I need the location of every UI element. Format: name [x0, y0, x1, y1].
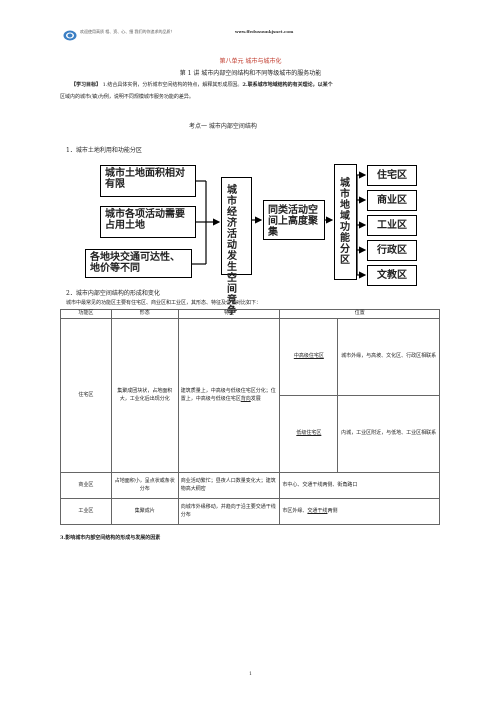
learning-goals: 【学习目标】 1.结合具体实例，分析城市空间结构的特点，解释其形成原因。2.联系…	[71, 82, 333, 88]
section-2-description: 城市中最常见的功能区主要有住宅区、商业区和工业区，其形态、特征及位置对比如下：	[66, 300, 262, 306]
diagram-box-land-limited: 城市土地面积相对有限	[100, 165, 196, 197]
diagram-box-education: 文教区	[367, 265, 417, 286]
cell-industrial-form: 集聚成片	[110, 498, 179, 525]
cell-residential-name: 住宅区	[60, 318, 112, 473]
comparison-table: 功能区 形态 特征 位置 住宅区 集聚成团块状，占地面积大，工业化后出现分化 建…	[60, 309, 440, 525]
diagram-box-residential: 住宅区	[367, 165, 417, 186]
diagram-box-activities-need-land: 城市各项活动需要占用土地	[100, 206, 196, 238]
cell-industrial-name: 工业区	[60, 498, 112, 525]
diagram-box-administrative: 行政区	[367, 240, 417, 261]
header-url: www.ffedusuunkjsnet.com	[235, 29, 294, 34]
header-text: 欢迎使用高质 相、资、心、细 我们的你追求的品质！	[80, 29, 175, 34]
logo-icon	[63, 26, 77, 41]
diagram-box-clustering: 同类活动空间上高度聚集	[263, 200, 325, 240]
page-number: 1	[249, 672, 252, 677]
table-row: 工业区 集聚成片 向城市外缘移动，并趋向于沿主要交通干线分布 市区外缘、交通干线…	[60, 498, 440, 525]
diagram-box-commercial: 商业区	[367, 190, 417, 211]
cell-residential-form: 集聚成团块状，占地面积大，工业化后出现分化	[110, 318, 179, 473]
diagram-box-industrial: 工业区	[367, 215, 417, 236]
cell-commercial-form: 占地面积小，呈点状或条状分布	[110, 472, 179, 499]
table-header-row: 功能区 形态 特征 位置	[60, 309, 440, 319]
table-row: 商业区 占地面积小，呈点状或条状分布 商业活动繁忙；昼夜人口数量变化大；建筑物高…	[60, 472, 440, 499]
table-row: 低级住宅区 内城，工业区附近，与低地、工业区相联系	[61, 395, 440, 473]
cell-low-residential: 低级住宅区	[279, 395, 339, 473]
header-cell: 特征	[177, 309, 281, 319]
section-point-one: 考点一 城市内部空间结构	[189, 123, 257, 130]
cell-commercial-location: 市中心、交通干线两侧、街角路口	[279, 472, 440, 499]
diagram-box-space-competition: 城市经济活动发生空间竞争	[221, 177, 252, 317]
cell-commercial-name: 商业区	[60, 472, 112, 499]
header-cell: 位置	[279, 309, 440, 319]
cell-industrial-location: 市区外缘、交通干线两侧	[279, 498, 440, 525]
cell-low-residential-location: 内城，工业区附近，与低地、工业区相联系	[337, 395, 440, 473]
cell-high-residential-location: 城市外缘，与高坡、文化区、行政区相联系	[337, 318, 440, 396]
table-row: 住宅区 集聚成团块状，占地面积大，工业化后出现分化 建筑质量上，中高级与低级住宅…	[60, 318, 440, 473]
learning-goals-cont: 区域内的城市(镇)为例，说明不同规模城市服务功能的差异。	[60, 94, 194, 100]
section-2-heading: 2．城市内部空间结构的形成和变化	[66, 290, 160, 297]
page-title: 第八单元 城市与城市化	[219, 58, 282, 65]
header-cell: 功能区	[60, 309, 112, 319]
diagram-box-zoning: 城市地域功能分区	[334, 164, 357, 280]
cell-industrial-feature: 向城市外缘移动，并趋向于沿主要交通干线分布	[177, 498, 281, 525]
cell-commercial-feature: 商业活动繁忙；昼夜人口数量变化大；建筑物高大稠密	[177, 472, 281, 499]
section-3-heading: 3.影响城市内部空间结构的形成与发展的因素	[60, 535, 161, 541]
section-1-heading: 1．城市土地利用和功能分区	[66, 147, 142, 154]
diagram-box-accessibility: 各地块交通可达性、地价等不同	[85, 249, 192, 278]
lesson-title: 第 1 讲 城市内部空间结构和不同等级城市的服务功能	[179, 70, 322, 77]
header-cell: 形态	[110, 309, 179, 319]
cell-residential-feature: 建筑质量上，中高级与低级住宅区分化；位置上，中高级与低级住宅区背向发展	[177, 318, 281, 473]
cell-high-residential: 中高级住宅区	[279, 318, 339, 396]
